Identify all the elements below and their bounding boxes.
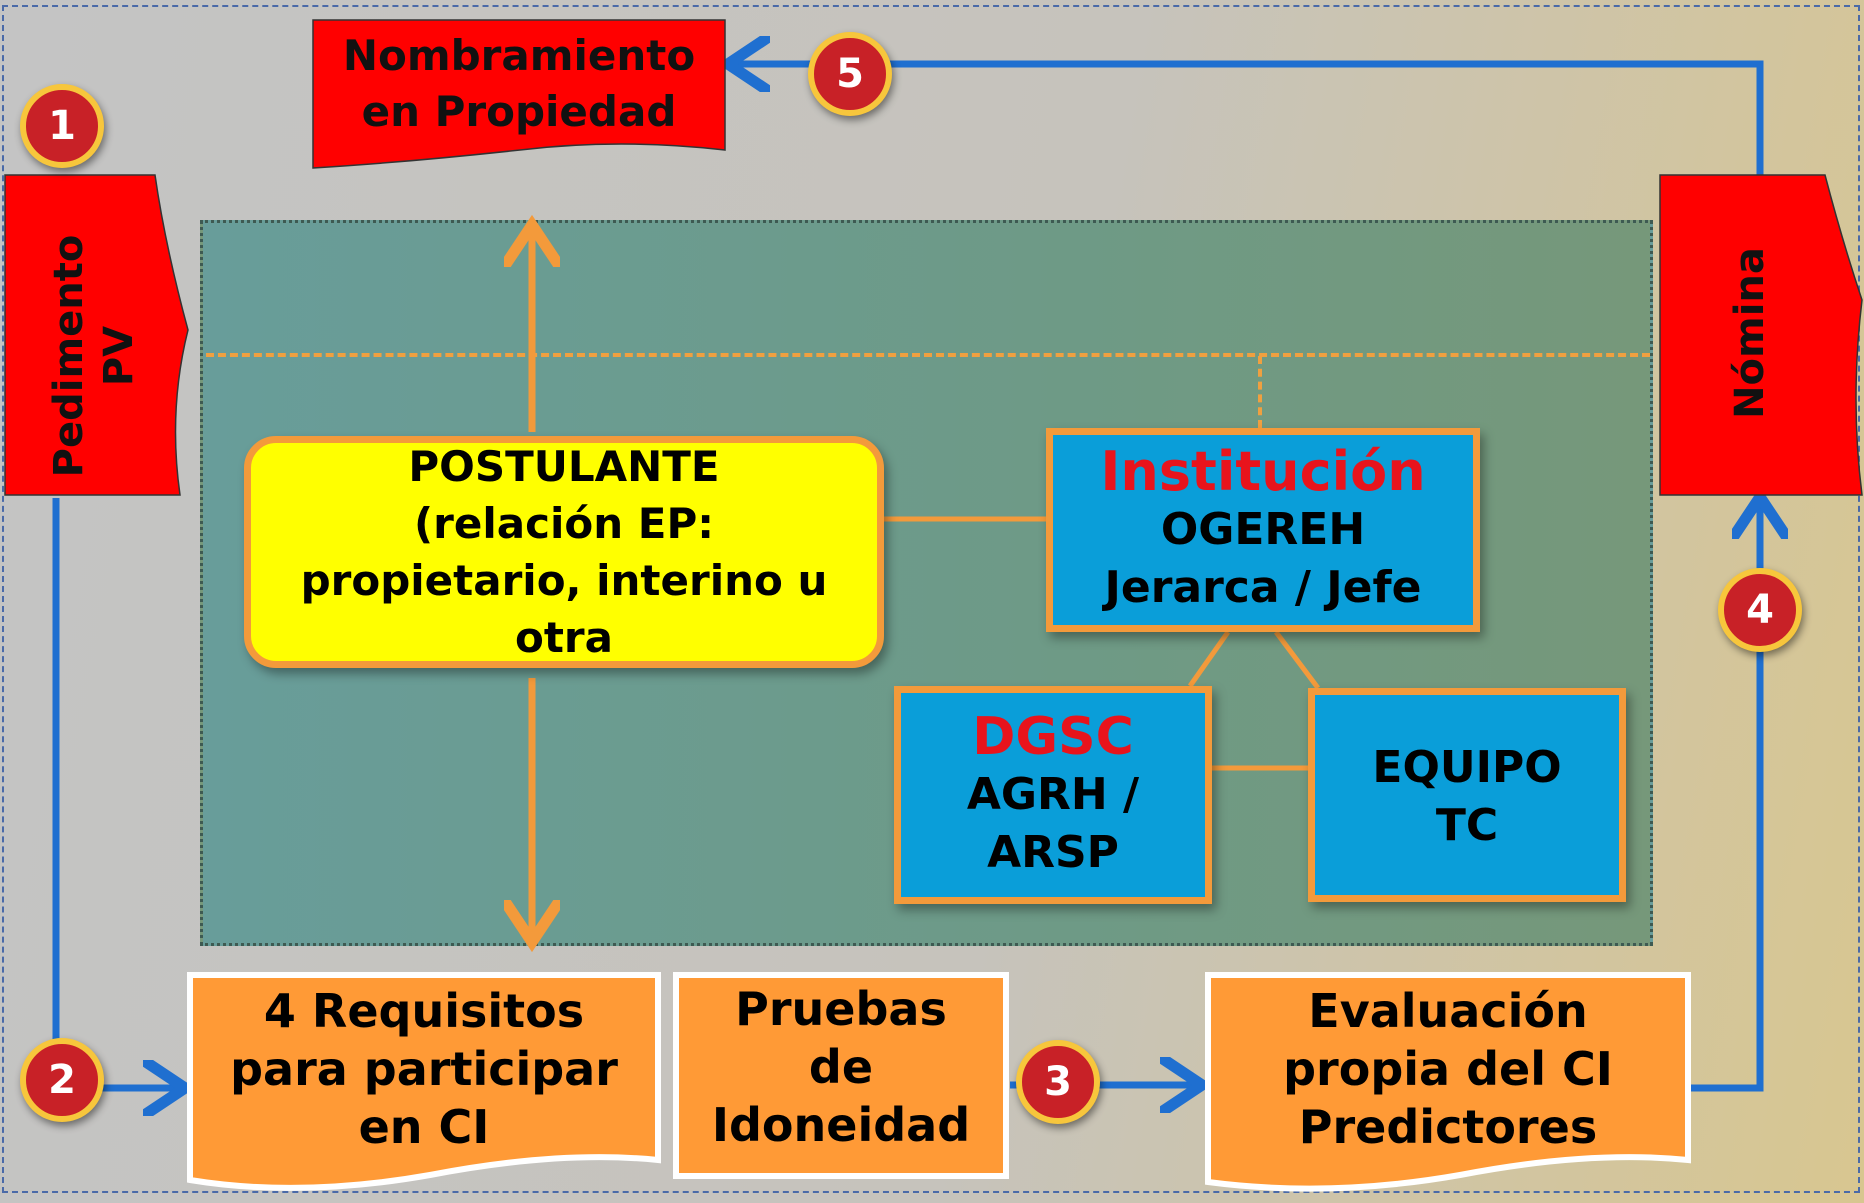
- evaluacion-line3: Predictores: [1298, 1100, 1598, 1154]
- dgsc-line2: ARSP: [987, 827, 1119, 878]
- requisitos-line2: para participar: [230, 1042, 618, 1096]
- diagram-frame: [2, 5, 1860, 1193]
- dgsc-box: DGSC AGRH / ARSP: [894, 686, 1212, 904]
- step-badge-3: 3: [1016, 1040, 1100, 1124]
- evaluacion-line2: propia del CI: [1283, 1042, 1613, 1096]
- postulante-box: POSTULANTE (relación EP: propietario, in…: [244, 436, 884, 668]
- evaluacion-shape: [1205, 972, 1691, 1192]
- institucion-line1: OGEREH: [1160, 504, 1366, 555]
- nombramiento-label: Nombramiento en Propiedad: [313, 22, 725, 146]
- requisitos-shape: [187, 972, 661, 1191]
- requisitos-line1: 4 Requisitos: [263, 984, 585, 1038]
- nomina-text: Nómina: [1727, 247, 1773, 419]
- requisitos-box: 4 Requisitos para participar en CI: [190, 982, 658, 1162]
- flow-arrow-nomina-nombramiento: [735, 64, 1764, 175]
- postulante-line1: POSTULANTE: [408, 442, 720, 491]
- institucion-box: Institución OGEREH Jerarca / Jefe: [1046, 428, 1480, 632]
- equipo-line1: EQUIPO: [1372, 742, 1562, 793]
- dgsc-line1: AGRH /: [966, 769, 1140, 820]
- institucion-line2: Jerarca / Jefe: [1104, 562, 1422, 613]
- step-badge-5: 5: [808, 32, 892, 116]
- separator-dashed-line: [206, 353, 1650, 357]
- nomina-shape: [1659, 174, 1863, 496]
- nombramiento-shape: [312, 19, 726, 169]
- dgsc-title: DGSC: [972, 707, 1134, 767]
- link-institucion-dgsc: [1187, 630, 1231, 688]
- institution-dashed-connector: [1258, 356, 1262, 428]
- requisitos-line3: en CI: [358, 1100, 490, 1154]
- flow-arrow-evaluacion-nomina: [1684, 504, 1760, 1092]
- pruebas-line2: de: [808, 1040, 874, 1094]
- pruebas-line1: Pruebas: [735, 982, 947, 1036]
- evaluacion-line1: Evaluación: [1308, 984, 1588, 1038]
- step-badge-1: 1: [20, 84, 104, 168]
- postulante-line3: propietario, interino u: [300, 556, 828, 605]
- step-badge-4: 4: [1718, 568, 1802, 652]
- postulante-line4: otra: [515, 613, 613, 662]
- equipo-box: EQUIPO TC: [1308, 688, 1626, 902]
- pedimento-label: Pedimento PV: [44, 196, 144, 516]
- pedimento-shape: [4, 174, 189, 496]
- pruebas-box: Pruebas de Idoneidad: [676, 980, 1006, 1170]
- pruebas-line3: Idoneidad: [711, 1098, 971, 1152]
- institucion-title: Institución: [1100, 440, 1426, 503]
- nomina-label: Nómina: [1725, 173, 1775, 493]
- step-badge-2: 2: [20, 1038, 104, 1122]
- evaluacion-box: Evaluación propia del CI Predictores: [1208, 982, 1688, 1162]
- pedimento-line2: PV: [96, 325, 142, 387]
- pruebas-shape: [673, 972, 1009, 1179]
- postulante-line2: (relación EP:: [413, 499, 715, 548]
- flow-arrow-pedimento-requisitos: [52, 498, 178, 1088]
- equipo-line2: TC: [1435, 800, 1499, 851]
- nombramiento-line1: Nombramiento: [342, 31, 696, 80]
- nombramiento-line2: en Propiedad: [361, 87, 677, 136]
- link-institucion-equipo: [1274, 630, 1320, 690]
- pedimento-line1: Pedimento: [46, 234, 92, 478]
